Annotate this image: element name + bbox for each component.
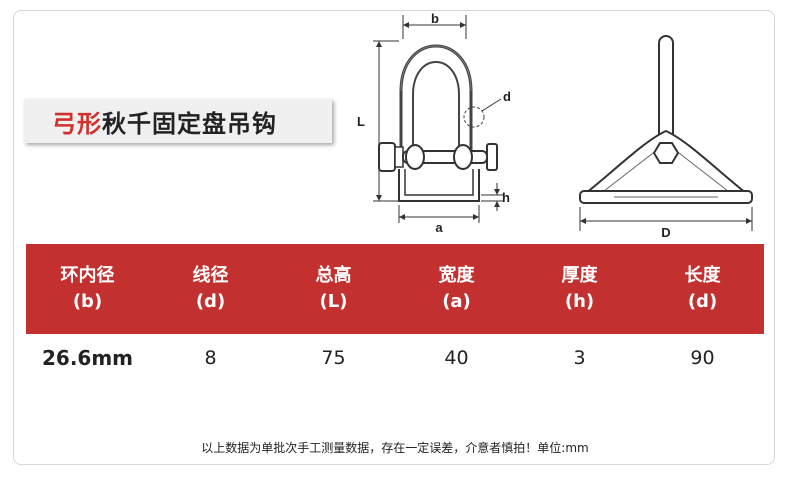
header-symbol: (L) bbox=[319, 291, 348, 312]
label-L: L bbox=[357, 114, 365, 129]
header-symbol: (h) bbox=[564, 291, 595, 312]
spec-table-header: 环内径 (b) 线径 (d) 总高 (L) 宽度 (a) 厚度 (h) 长度 (… bbox=[26, 244, 764, 334]
header-name: 总高 bbox=[315, 265, 352, 286]
header-name: 厚度 bbox=[561, 265, 598, 286]
shackle-diagram: b L d h bbox=[357, 11, 511, 235]
header-name: 线径 bbox=[192, 265, 229, 286]
value-cell: 40 bbox=[444, 347, 469, 369]
product-spec-card: 弓形秋千固定盘吊钩 b L d bbox=[13, 10, 775, 465]
header-name: 宽度 bbox=[438, 265, 475, 286]
header-symbol: (b) bbox=[72, 291, 103, 312]
header-symbol: (d) bbox=[687, 291, 718, 312]
base-plate-diagram: D bbox=[579, 35, 753, 240]
header-symbol: (a) bbox=[442, 291, 471, 312]
measurement-note: 以上数据为单批次手工测量数据，存在一定误差，介意者慎拍！单位:mm bbox=[201, 441, 589, 455]
product-title: 弓形秋千固定盘吊钩 bbox=[24, 99, 332, 143]
value-cell: 75 bbox=[321, 347, 346, 369]
title-rest: 秋千固定盘吊钩 bbox=[102, 109, 277, 138]
spec-table: 环内径 (b) 线径 (d) 总高 (L) 宽度 (a) 厚度 (h) 长度 (… bbox=[26, 244, 764, 382]
label-d-wire: d bbox=[503, 89, 511, 104]
header-cell: 环内径 (b) bbox=[26, 244, 149, 334]
header-symbol: (d) bbox=[195, 291, 226, 312]
value-cell: 26.6mm bbox=[41, 346, 134, 370]
header-cell: 宽度 (a) bbox=[395, 244, 518, 334]
header-cell: 总高 (L) bbox=[272, 244, 395, 334]
value-cell: 3 bbox=[573, 347, 586, 369]
title-accent: 弓形 bbox=[52, 109, 102, 138]
label-h: h bbox=[502, 190, 510, 205]
header-cell: 厚度 (h) bbox=[518, 244, 641, 334]
label-D: D bbox=[661, 225, 670, 240]
table-row: 26.6mm 8 75 40 3 90 bbox=[26, 334, 764, 382]
header-name: 环内径 bbox=[60, 265, 115, 286]
value-cell: 90 bbox=[690, 347, 715, 369]
value-cell: 8 bbox=[204, 347, 217, 369]
header-cell: 长度 (d) bbox=[641, 244, 764, 334]
label-b: b bbox=[431, 11, 439, 26]
header-cell: 线径 (d) bbox=[149, 244, 272, 334]
header-name: 长度 bbox=[684, 265, 721, 286]
label-a: a bbox=[435, 220, 443, 235]
